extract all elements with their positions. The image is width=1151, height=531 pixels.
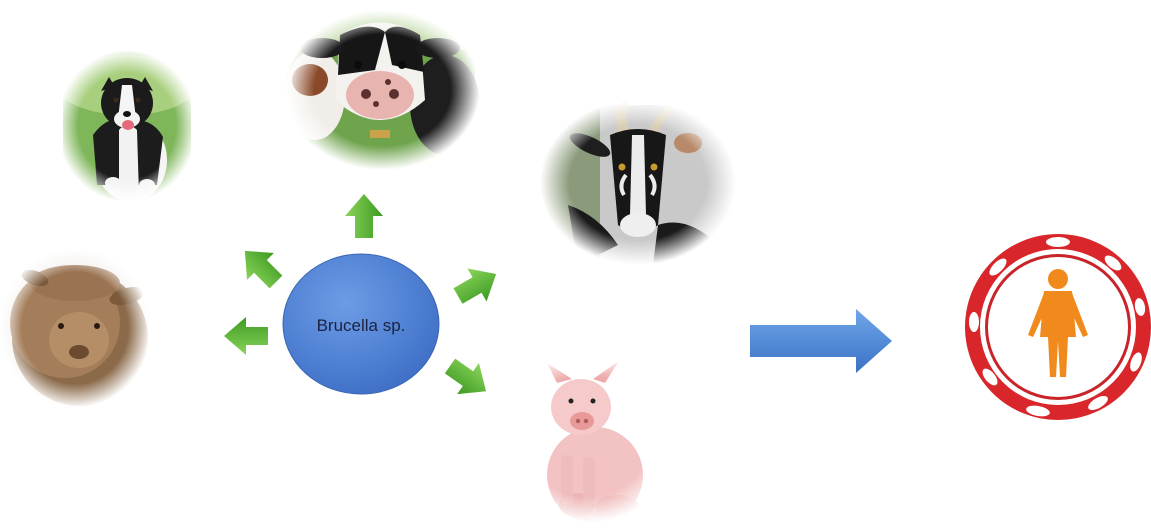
arrow-to-goat [449, 258, 506, 313]
arrow-to-pig [439, 350, 497, 406]
sheep-photo [0, 248, 151, 408]
transmission-arrow [750, 309, 892, 373]
arrow-to-cow [345, 194, 383, 238]
pig-photo [495, 350, 679, 523]
brucella-node [283, 254, 439, 394]
goat-photo [540, 100, 736, 265]
arrow-to-sheep [224, 317, 268, 355]
arrow-to-dog [231, 237, 289, 295]
human-zoonosis-badge-icon [965, 234, 1151, 420]
cow-photo [285, 10, 480, 170]
dog-photo [57, 50, 197, 202]
